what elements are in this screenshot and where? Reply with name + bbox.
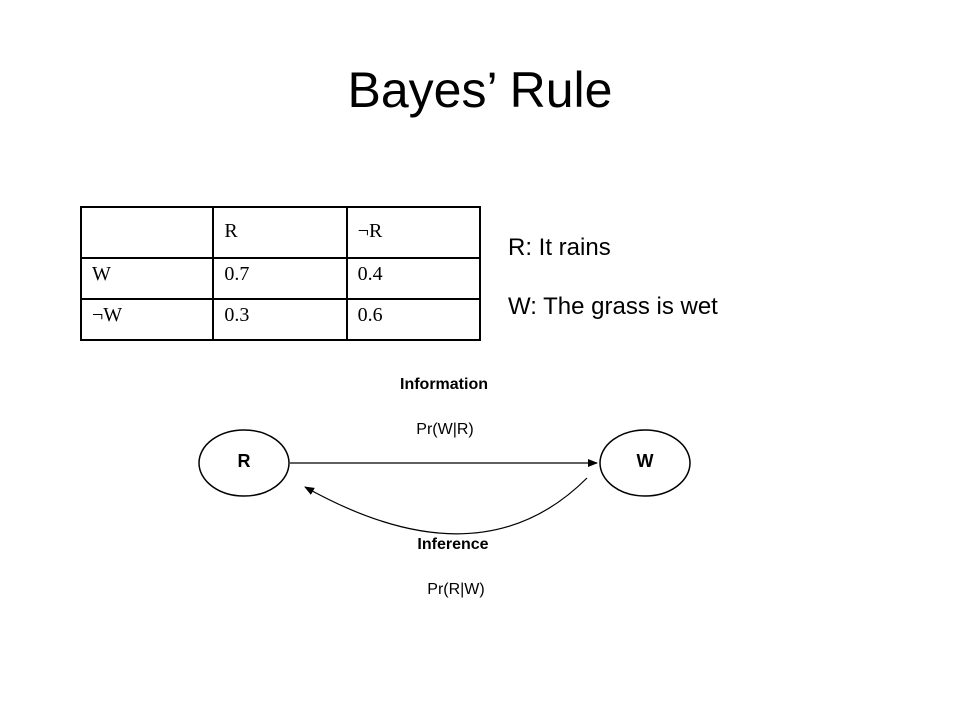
table-cell-not-w-not-r: 0.6	[345, 298, 482, 341]
table-row-w: W 0.7 0.4	[79, 257, 482, 300]
table-row-label-not-w: ¬W	[79, 298, 215, 341]
information-formula: Pr(W|R)	[416, 421, 474, 438]
inference-label: Inference	[417, 536, 489, 553]
table-header-row: R ¬R	[79, 206, 482, 259]
probability-table: R ¬R W 0.7 0.4 ¬W 0.3 0.6	[79, 206, 482, 341]
table-corner-cell	[79, 206, 215, 259]
table-row-not-w: ¬W 0.3 0.6	[79, 298, 482, 341]
node-r-circle	[198, 429, 290, 497]
inference-formula: Pr(R|W)	[427, 581, 485, 598]
table-header-r: R	[212, 206, 348, 259]
table-header-not-r: ¬R	[345, 206, 482, 259]
table-cell-w-r: 0.7	[212, 257, 348, 300]
table-row-label-w: W	[79, 257, 215, 300]
node-r-label: R	[237, 451, 251, 471]
table-cell-not-w-r: 0.3	[212, 298, 348, 341]
legend-w-definition: W: The grass is wet	[508, 293, 718, 320]
information-label: Information	[400, 376, 488, 393]
inference-arrow	[304, 477, 588, 535]
slide-title: Bayes’ Rule	[347, 62, 613, 118]
legend-r-definition: R: It rains	[508, 234, 611, 261]
node-w-label: W	[636, 451, 654, 471]
node-w-circle	[599, 429, 691, 497]
table-cell-w-not-r: 0.4	[345, 257, 482, 300]
